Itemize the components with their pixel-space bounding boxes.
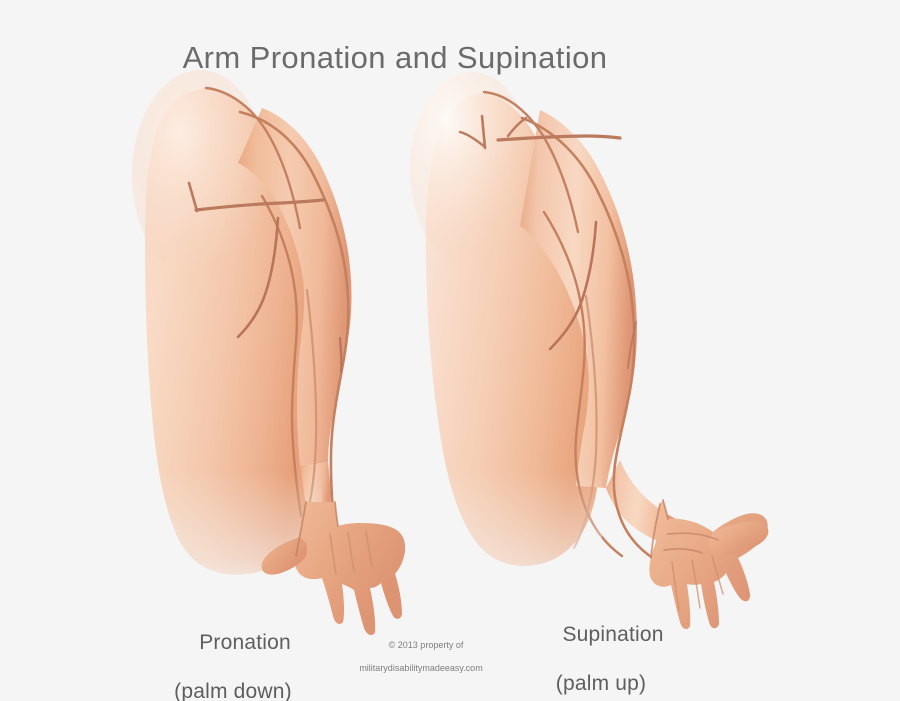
supination-axilla-crease bbox=[548, 220, 598, 351]
supination-shoulder-highlight bbox=[410, 72, 534, 268]
pronation-caption: Pronation (palm down) bbox=[113, 606, 353, 701]
pronation-elbow-crease bbox=[338, 336, 343, 374]
pronation-hand bbox=[261, 501, 406, 636]
pronation-hand-outline bbox=[295, 501, 339, 557]
supination-hand bbox=[649, 499, 769, 630]
supination-caption-line1: Supination bbox=[562, 622, 664, 646]
supination-hand-thumb bbox=[708, 521, 769, 556]
supination-torso-outline bbox=[482, 90, 580, 234]
pronation-figure bbox=[132, 70, 406, 636]
pronation-scapula-tick bbox=[187, 181, 199, 213]
pronation-arm-outline-inner bbox=[260, 194, 303, 518]
pronation-caption-line2: (palm down) bbox=[174, 680, 292, 701]
pronation-caption-line1: Pronation bbox=[199, 630, 291, 654]
pronation-scapular-spine-line bbox=[194, 198, 325, 212]
supination-forearm-crease bbox=[627, 321, 637, 369]
pronation-shoulder-highlight bbox=[132, 70, 268, 280]
supination-torso-fade bbox=[426, 470, 602, 600]
supination-caption: Supination (palm up) bbox=[483, 598, 719, 701]
pronation-hand-tendon-lines bbox=[329, 530, 373, 575]
pronation-axilla-crease bbox=[236, 216, 280, 339]
supination-scapula-tick-b bbox=[458, 130, 487, 149]
supination-arm-outline-outer bbox=[520, 116, 662, 564]
supination-figure bbox=[410, 72, 769, 630]
supination-hand-outline bbox=[650, 499, 669, 559]
pronation-hand-thumb bbox=[261, 537, 307, 575]
copyright-notice: © 2013 property of militarydisabilitymad… bbox=[330, 628, 512, 698]
copyright-line1: © 2013 property of bbox=[388, 639, 464, 650]
pronation-hand-dorsum bbox=[295, 502, 406, 636]
pronation-torso-fade bbox=[145, 470, 322, 600]
page-title: Arm Pronation and Supination bbox=[182, 40, 608, 75]
pronation-torso-outline bbox=[204, 86, 302, 230]
supination-scapular-spine-line bbox=[496, 134, 622, 142]
supination-upper-arm bbox=[520, 110, 637, 488]
supination-caption-line2: (palm up) bbox=[555, 672, 647, 696]
supination-palm-crease-lines bbox=[663, 532, 719, 554]
supination-finger-lines bbox=[671, 555, 724, 611]
pronation-arm-outline-outer bbox=[238, 110, 350, 514]
supination-scapula-tick-a bbox=[480, 114, 487, 150]
copyright-line2: militarydisabilitymadeeasy.com bbox=[359, 663, 483, 674]
supination-clavicle-tick bbox=[506, 116, 528, 138]
